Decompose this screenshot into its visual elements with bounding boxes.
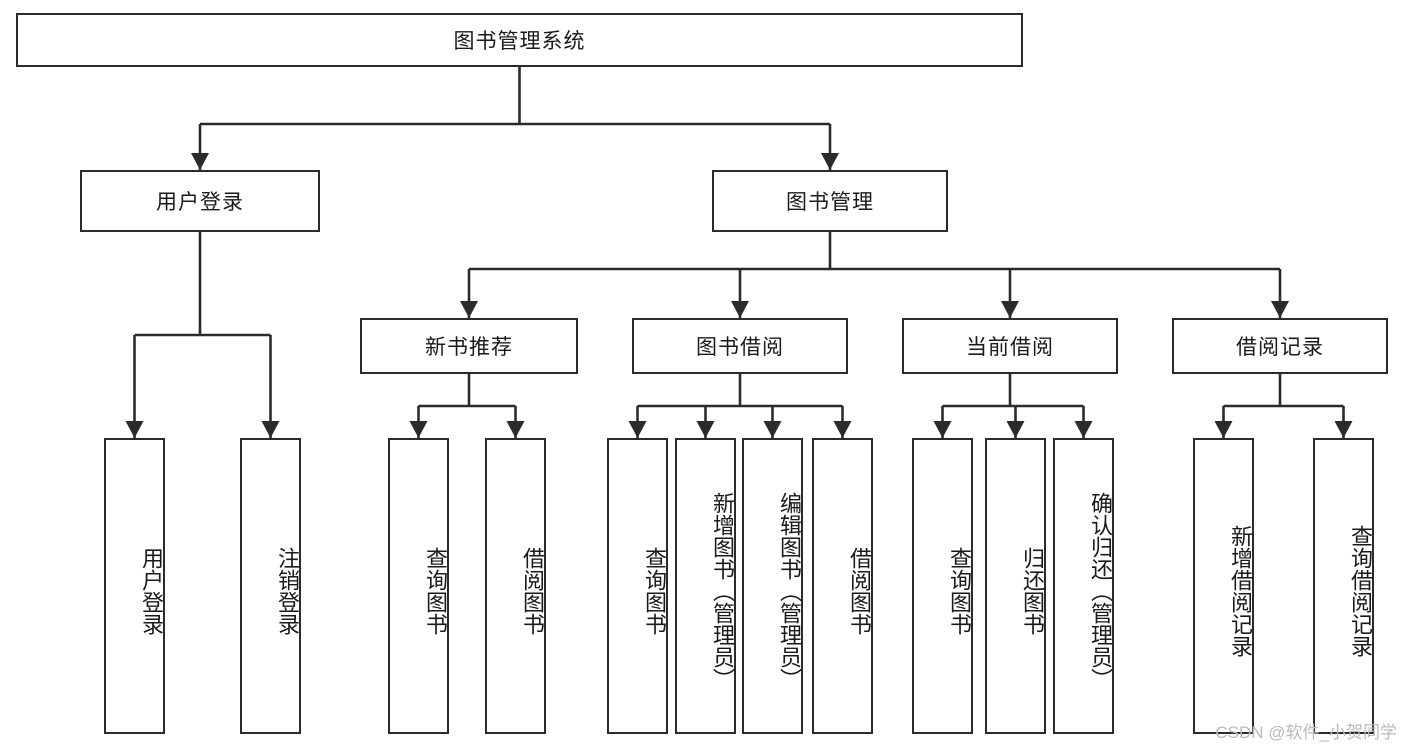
node-leaf-query-book-2[interactable]: 查询图书 [607, 438, 668, 734]
node-label: 借阅记录 [1236, 336, 1324, 359]
node-leaf-add-record[interactable]: 新增借阅记录 [1193, 438, 1254, 734]
node-label: 图书管理系统 [453, 30, 586, 53]
node-leaf-edit-book[interactable]: 编辑图书（管理员） [742, 438, 803, 734]
arrow-head-icon-leaf-add-record [1214, 421, 1233, 438]
node-book-borrow[interactable]: 图书借阅 [632, 318, 848, 374]
node-leaf-borrow-book-2[interactable]: 借阅图书 [812, 438, 873, 734]
arrow-head-icon-borrow-record [1271, 301, 1289, 318]
node-leaf-confirm-return[interactable]: 确认归还（管理员） [1053, 438, 1114, 734]
node-current-borrow[interactable]: 当前借阅 [902, 318, 1118, 374]
arrow-head-icon-leaf-return-book [1006, 421, 1025, 438]
node-label: 查询图书 [642, 547, 667, 635]
node-label: 查询图书 [947, 547, 972, 635]
node-leaf-query-book-1[interactable]: 查询图书 [388, 438, 449, 734]
arrow-head-icon-leaf-edit-book [763, 421, 782, 438]
arrow-head-icon-book-manage [821, 153, 839, 170]
node-leaf-borrow-book-1[interactable]: 借阅图书 [485, 438, 546, 734]
node-root[interactable]: 图书管理系统 [16, 13, 1023, 67]
arrow-head-icon-leaf-query-record [1334, 421, 1353, 438]
node-label: 确认归还（管理员） [1088, 492, 1113, 690]
node-leaf-user-login[interactable]: 用户登录 [104, 438, 165, 734]
node-label: 借阅图书 [520, 547, 545, 635]
arrow-head-icon-leaf-user-logout [261, 421, 280, 438]
node-leaf-query-book-3[interactable]: 查询图书 [912, 438, 973, 734]
node-label: 图书管理 [786, 191, 874, 214]
arrow-head-icon-leaf-user-login [125, 421, 144, 438]
arrow-head-icon-current-borrow [1001, 301, 1019, 318]
arrow-head-icon-leaf-borrow-book-1 [506, 421, 525, 438]
node-label: 新增图书（管理员） [710, 492, 735, 690]
node-new-book-rec[interactable]: 新书推荐 [360, 318, 578, 374]
watermark: CSDN @软件_小贺同学 [1215, 723, 1397, 742]
arrow-head-icon-leaf-query-book-2 [628, 421, 647, 438]
node-label: 新书推荐 [425, 336, 513, 359]
node-label: 用户登录 [156, 191, 244, 214]
node-label: 新增借阅记录 [1228, 525, 1253, 657]
node-user-login[interactable]: 用户登录 [80, 170, 320, 232]
arrow-head-icon-leaf-borrow-book-2 [833, 421, 852, 438]
node-label: 用户登录 [139, 547, 164, 635]
node-label: 图书借阅 [696, 336, 784, 359]
node-borrow-record[interactable]: 借阅记录 [1172, 318, 1388, 374]
arrow-head-icon-leaf-add-book [696, 421, 715, 438]
arrow-head-icon-new-book-rec [460, 301, 478, 318]
node-book-manage[interactable]: 图书管理 [712, 170, 948, 232]
node-label: 编辑图书（管理员） [777, 492, 802, 690]
arrow-head-icon-leaf-query-book-1 [409, 421, 428, 438]
node-label: 当前借阅 [966, 336, 1054, 359]
node-label: 借阅图书 [847, 547, 872, 635]
arrow-head-icon-leaf-confirm-return [1074, 421, 1093, 438]
node-label: 查询图书 [423, 547, 448, 635]
node-label: 归还图书 [1020, 547, 1045, 635]
arrow-head-icon-leaf-query-book-3 [933, 421, 952, 438]
node-leaf-return-book[interactable]: 归还图书 [985, 438, 1046, 734]
node-label: 查询借阅记录 [1348, 525, 1373, 657]
node-label: 注销登录 [275, 547, 300, 635]
arrow-head-icon-book-borrow [731, 301, 749, 318]
node-leaf-query-record[interactable]: 查询借阅记录 [1313, 438, 1374, 734]
arrow-head-icon-user-login [191, 153, 209, 170]
node-leaf-user-logout[interactable]: 注销登录 [240, 438, 301, 734]
node-leaf-add-book[interactable]: 新增图书（管理员） [675, 438, 736, 734]
